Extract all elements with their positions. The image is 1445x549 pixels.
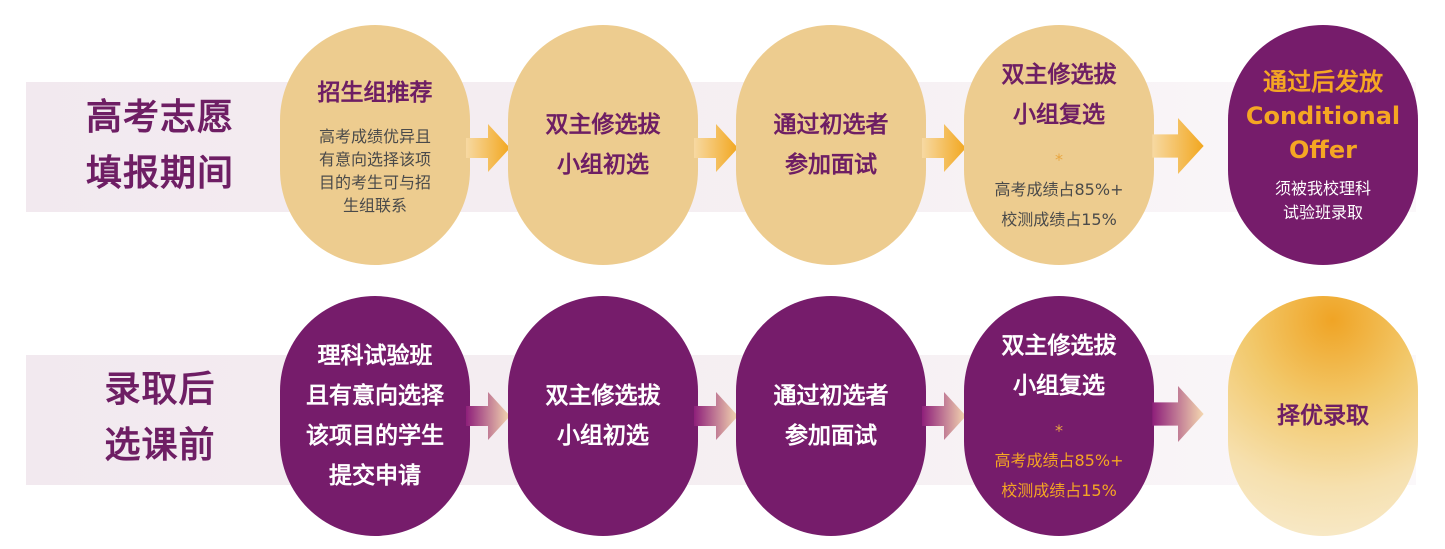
row2-step5-admission: 择优录取 [1228, 296, 1418, 536]
arrow-right-icon [1152, 118, 1204, 174]
step-title: 招生组推荐 [317, 80, 433, 106]
row2-step3-interview: 通过初选者 参加面试 [736, 296, 926, 536]
row2-step1-application: 理科试验班 且有意向选择 该项目的学生 提交申请 [280, 296, 470, 536]
arrow-right-icon [922, 392, 966, 440]
arrow-right-icon [694, 392, 738, 440]
step-description: 高考成绩优异且 有意向选择该项 目的考生可与招 生组联系 [318, 127, 431, 215]
arrow-right-icon [466, 124, 510, 172]
step-title: 双主修选拔 小组复选 [1001, 333, 1117, 399]
step-title: 通过后发放 Conditional Offer [1245, 68, 1401, 164]
score-weight-note: *高考成绩占85%+ 校测成绩占15% [994, 421, 1124, 500]
step-title: 理科试验班 且有意向选择 该项目的学生 提交申请 [306, 343, 444, 489]
step-title: 双主修选拔 小组初选 [545, 383, 661, 449]
row2-step2-initial-selection: 双主修选拔 小组初选 [508, 296, 698, 536]
step-description: 须被我校理科 试验班录取 [1274, 179, 1371, 222]
step-title: 双主修选拔 小组复选 [1001, 62, 1117, 128]
score-weight-note: *高考成绩占85%+ 校测成绩占15% [994, 150, 1124, 229]
row1-label: 高考志愿 填报期间 [85, 97, 234, 194]
row1-step1-recommend: 招生组推荐 高考成绩优异且 有意向选择该项 目的考生可与招 生组联系 [280, 25, 470, 265]
step-title: 双主修选拔 小组初选 [545, 112, 661, 178]
step-title: 择优录取 [1277, 403, 1369, 429]
arrow-right-icon [694, 124, 738, 172]
arrow-right-icon [466, 392, 510, 440]
row1-step4-reselection: 双主修选拔 小组复选 *高考成绩占85%+ 校测成绩占15% [964, 25, 1154, 265]
step-title: 通过初选者 参加面试 [773, 112, 889, 178]
row1-step2-initial-selection: 双主修选拔 小组初选 [508, 25, 698, 265]
arrow-right-icon [922, 124, 966, 172]
row2-step4-reselection: 双主修选拔 小组复选 *高考成绩占85%+ 校测成绩占15% [964, 296, 1154, 536]
row1-step5-conditional-offer: 通过后发放 Conditional Offer 须被我校理科 试验班录取 [1228, 25, 1418, 265]
row1-step3-interview: 通过初选者 参加面试 [736, 25, 926, 265]
arrow-right-icon [1152, 386, 1204, 442]
step-title: 通过初选者 参加面试 [773, 383, 889, 449]
row2-label: 录取后 选课前 [104, 369, 216, 466]
